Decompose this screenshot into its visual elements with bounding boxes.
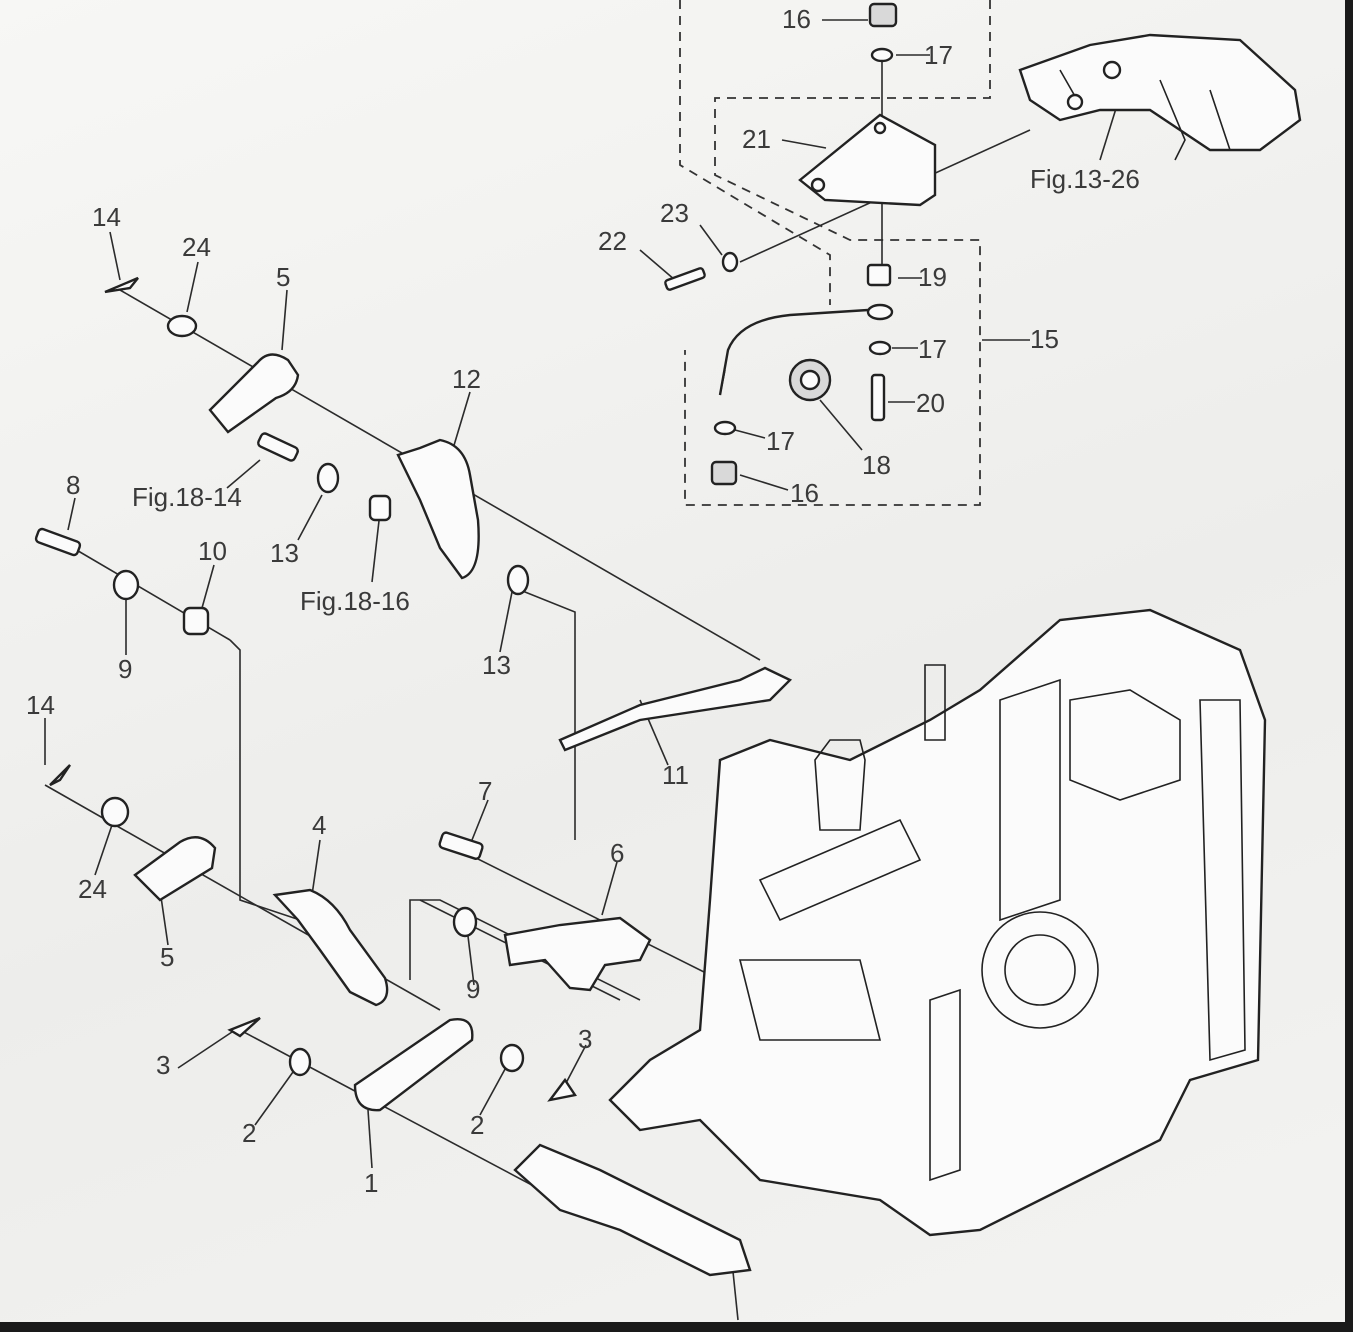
part-21-plate: [798, 113, 937, 207]
callout-3-left: 3: [156, 1050, 171, 1080]
callout-6: 6: [610, 838, 625, 868]
callout-17-low: 17: [766, 426, 795, 456]
bracket-assembly-reference: [1018, 33, 1302, 161]
callout-16-top: 16: [782, 4, 811, 34]
callout-24-top: 24: [182, 232, 211, 262]
engine-block: [608, 608, 1267, 1237]
callout-14-low: 14: [26, 690, 55, 720]
fig-13-26-reference: Fig.13-26: [1030, 164, 1140, 194]
callout-22: 22: [598, 226, 627, 256]
callout-21: 21: [742, 124, 771, 154]
callout-24-low: 24: [78, 874, 107, 904]
callout-8: 8: [66, 470, 81, 500]
callout-4: 4: [312, 810, 327, 840]
callout-10: 10: [198, 536, 227, 566]
callout-17-top: 17: [924, 40, 953, 70]
callout-18: 18: [862, 450, 891, 480]
upper-hardware: [664, 2, 898, 486]
callout-9-top: 9: [118, 654, 133, 684]
callout-3-right: 3: [578, 1024, 593, 1054]
dashed-group-upper: [679, 0, 991, 506]
fig-18-16-reference: Fig.18-16: [300, 586, 410, 616]
callout-13-left: 13: [270, 538, 299, 568]
callout-11: 11: [662, 760, 689, 790]
callout-2-right: 2: [470, 1110, 485, 1140]
callout-14-top: 14: [92, 202, 121, 232]
callout-5-low: 5: [160, 942, 175, 972]
callout-15: 15: [1030, 324, 1059, 354]
linkage-parts: [34, 276, 793, 1277]
callout-17-mid: 17: [918, 334, 947, 364]
callout-16-low: 16: [790, 478, 819, 508]
callout-9-low: 9: [466, 974, 481, 1004]
callout-12: 12: [452, 364, 481, 394]
fig-18-14-reference: Fig.18-14: [132, 482, 242, 512]
callout-20: 20: [916, 388, 945, 418]
callout-23: 23: [660, 198, 689, 228]
callout-2-left: 2: [242, 1118, 257, 1148]
callout-1: 1: [364, 1168, 379, 1198]
callout-5-top: 5: [276, 262, 291, 292]
callout-7: 7: [478, 776, 493, 806]
callout-13-right: 13: [482, 650, 511, 680]
callout-19: 19: [918, 262, 947, 292]
